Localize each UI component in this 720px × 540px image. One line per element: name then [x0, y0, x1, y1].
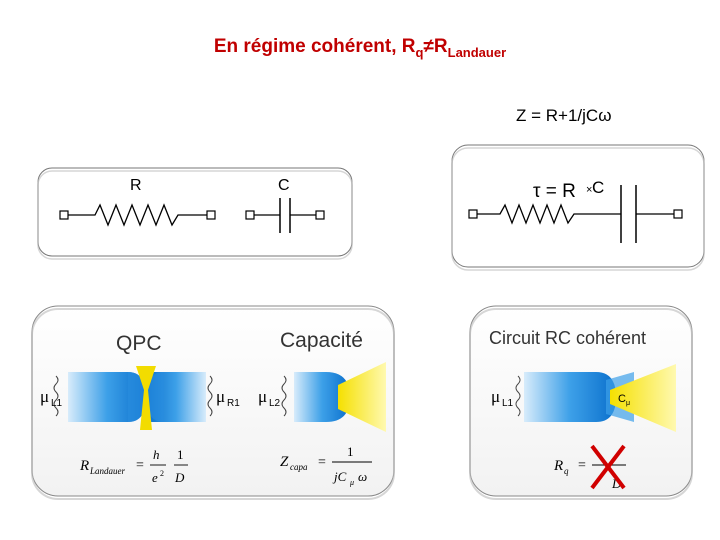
- cross-icon: [590, 444, 626, 490]
- terminal-icon: [59, 210, 69, 220]
- eq-jc-sub: μ: [349, 478, 354, 487]
- lead-left-icon: [68, 372, 146, 422]
- eq-z-capa-sub: capa: [290, 462, 308, 472]
- rc-c-mu-sub: μ: [626, 400, 630, 407]
- c-label: C: [592, 178, 604, 197]
- eq-jc: jC: [332, 469, 347, 484]
- rc-mu-symbol: μ: [491, 387, 500, 406]
- qpc-label: QPC: [116, 332, 162, 355]
- eq-equals: =: [136, 458, 144, 473]
- times-label: ×: [586, 184, 592, 196]
- eq-r-landauer-sub: Landauer: [89, 466, 126, 476]
- eq-one-2: 1: [347, 444, 354, 459]
- mu-l1-sub: L1: [51, 398, 63, 409]
- eq-equals-2: =: [318, 455, 326, 470]
- mu-l2-sub: L2: [269, 398, 281, 409]
- resistor-icon: [477, 203, 621, 225]
- mu-r1-symbol: μ: [216, 387, 225, 406]
- panel-qpc-capacite: QPC Capacité μ L1 μ R1 μ L2 R Landauer =…: [31, 305, 395, 500]
- terminal-icon: [468, 209, 478, 219]
- eq-equals-3: =: [578, 458, 586, 473]
- rc-gate-icon: [610, 364, 676, 432]
- eq-z-capa: Z: [280, 454, 289, 470]
- lead-rc-icon: [524, 372, 616, 422]
- eq-e2: e: [152, 470, 158, 485]
- mu-r1-sub: R1: [227, 398, 240, 409]
- title-mid: ≠R: [423, 36, 448, 57]
- eq-omega: ω: [358, 469, 367, 484]
- wave-icon: [207, 375, 213, 417]
- eq-dd: D: [611, 476, 622, 491]
- eq-rq-sub: q: [564, 466, 569, 476]
- label-c: C: [278, 177, 290, 194]
- title-main: En régime cohérent, R: [213, 36, 416, 57]
- circuit-box-left: R C: [37, 167, 353, 260]
- mu-l2-symbol: μ: [258, 387, 267, 406]
- wave-icon: [281, 375, 287, 417]
- qpc-gate-icon: [136, 366, 156, 430]
- terminal-icon: [245, 210, 255, 220]
- label-r: R: [130, 177, 142, 194]
- eq-r-landauer: R: [79, 458, 89, 474]
- terminal-icon: [315, 210, 325, 220]
- circuit-box-right: τ = R × C: [451, 144, 705, 271]
- tau-label: τ = R: [533, 181, 576, 202]
- impedance-formula: Z = R+1/jCω: [516, 106, 612, 125]
- mu-l1-symbol: μ: [40, 387, 49, 406]
- panel-circuit-rc: Circuit RC cohérent μ L1 C μ R q = D: [469, 305, 693, 500]
- lead-cap-icon: [294, 372, 350, 422]
- terminal-icon: [206, 210, 216, 220]
- capacite-label: Capacité: [280, 329, 363, 352]
- title-sub-q: q: [415, 45, 424, 60]
- terminal-icon: [673, 209, 683, 219]
- wave-icon: [53, 375, 59, 417]
- eq-e2-exp: 2: [160, 469, 164, 478]
- eq-rq: R: [553, 458, 563, 474]
- cap-gate-icon: [338, 362, 386, 432]
- slide-title: En régime cohérent, Rq≠RLandauer: [0, 36, 720, 60]
- eq-one: 1: [177, 447, 184, 462]
- rc-title: Circuit RC cohérent: [489, 328, 646, 348]
- rc-mu-l1-sub: L1: [502, 398, 514, 409]
- eq-h: h: [153, 447, 160, 462]
- title-sub-landauer: Landauer: [447, 45, 507, 60]
- rc-c-mu: C: [618, 393, 626, 405]
- wave-icon: [515, 375, 521, 417]
- eq-d: D: [174, 470, 185, 485]
- resistor-icon: [68, 203, 207, 227]
